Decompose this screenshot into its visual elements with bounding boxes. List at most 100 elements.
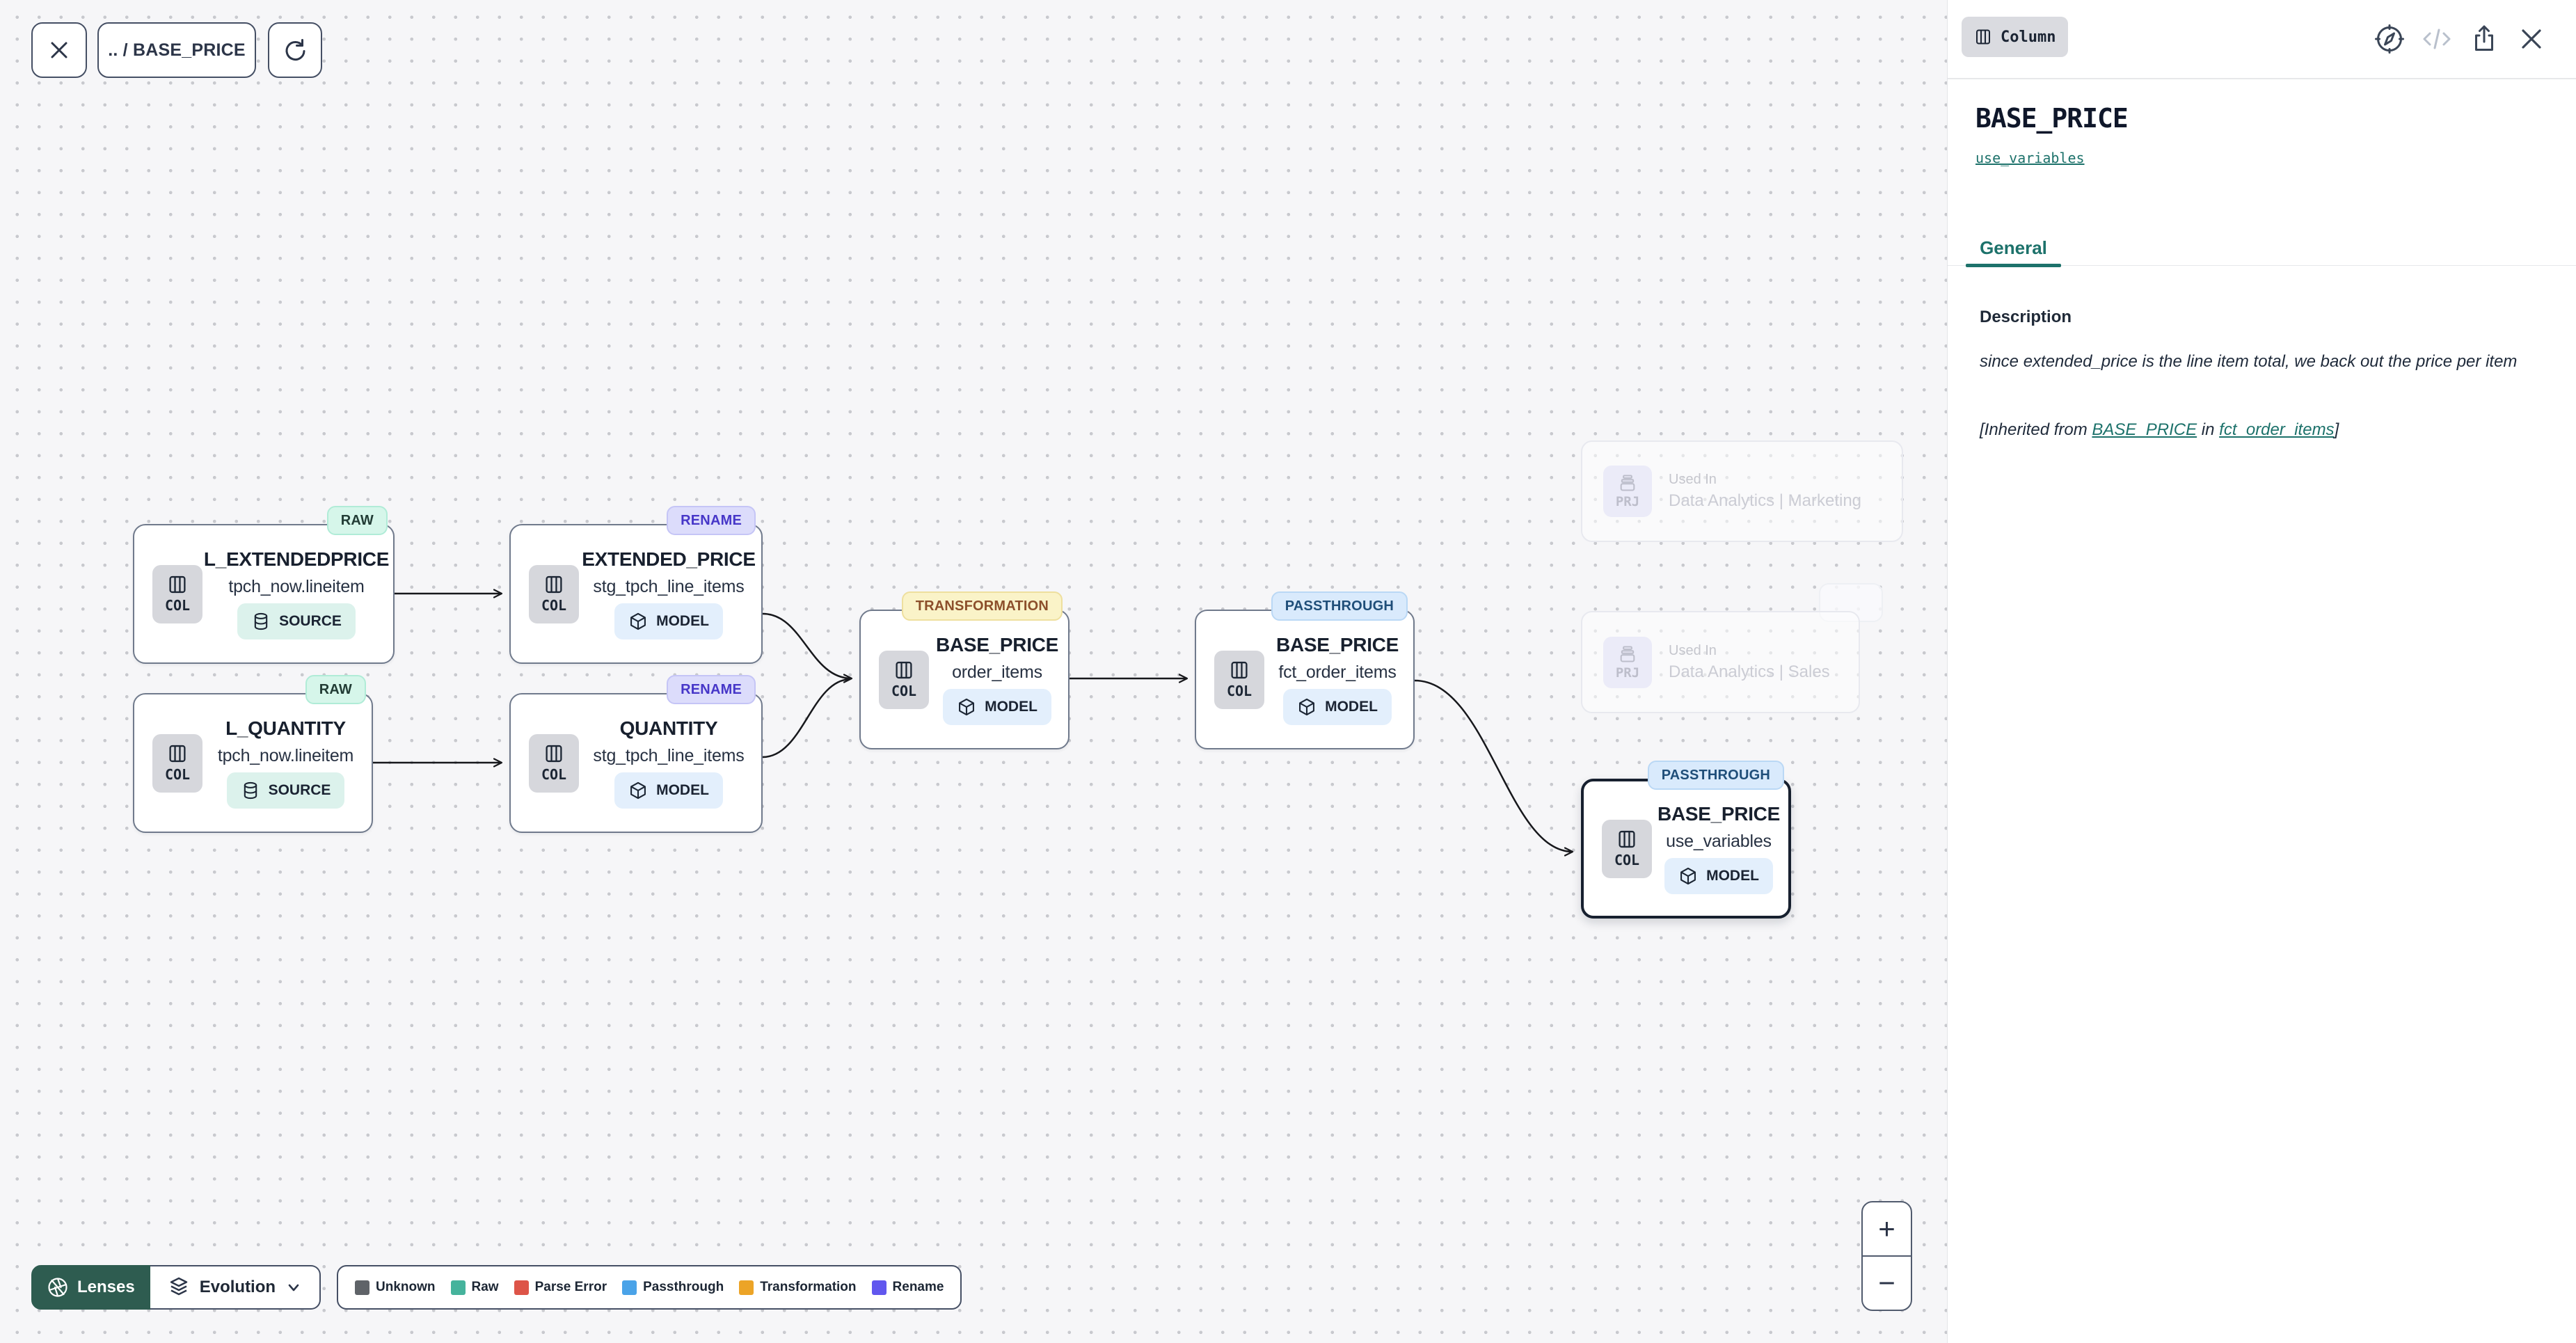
model-link[interactable]: use_variables: [1975, 150, 2085, 166]
share-icon: [2468, 23, 2500, 55]
aperture-icon: [47, 1276, 69, 1298]
breadcrumb[interactable]: .. / BASE_PRICE: [97, 22, 256, 78]
zoom-controls: + −: [1861, 1201, 1912, 1311]
tab-general[interactable]: General: [1966, 230, 2061, 267]
model-cube-icon: [1678, 866, 1698, 886]
inherited-mid: in: [2197, 420, 2220, 439]
zoom-out-button[interactable]: −: [1863, 1257, 1911, 1310]
node-type-label: MODEL: [656, 613, 709, 629]
column-kind-label: COL: [541, 597, 567, 614]
project-stack-icon: [1618, 473, 1637, 493]
used-in-label: Used In: [1669, 642, 1717, 658]
node-type-label: SOURCE: [268, 782, 331, 798]
node-title: EXTENDED_PRICE: [582, 548, 756, 570]
node-subtitle: order_items: [952, 662, 1042, 682]
project-kind-chip: PRJ: [1603, 466, 1652, 517]
legend-swatch: [450, 1280, 466, 1295]
project-stack-icon: [1618, 644, 1637, 664]
columns-icon: [543, 743, 564, 764]
legend-item-passthrough: Passthrough: [622, 1280, 724, 1295]
explore-button[interactable]: [2373, 22, 2406, 56]
ghost-body: Used In Data Analytics | Sales: [1669, 643, 1830, 682]
close-icon: [47, 38, 71, 62]
column-kind-label: COL: [1614, 852, 1640, 868]
chevron-down-icon: [285, 1278, 303, 1296]
column-kind-chip: COL: [529, 733, 579, 793]
node-type-chip: MODEL: [943, 689, 1051, 725]
zoom-in-button[interactable]: +: [1863, 1202, 1911, 1255]
node-type-label: MODEL: [656, 782, 709, 798]
database-icon: [241, 781, 260, 800]
panel-header: Column: [1948, 0, 2576, 79]
description-label: Description: [1980, 308, 2072, 326]
node-type-chip: SOURCE: [226, 772, 345, 809]
entity-type-label: Column: [2001, 28, 2056, 46]
tabbar-rail: [1948, 264, 2576, 266]
column-kind-chip: COL: [879, 650, 929, 709]
project-name: Data Analytics | Sales: [1669, 662, 1830, 681]
lens-badge-passthrough: PASSTHROUGH: [1647, 761, 1784, 790]
evolution-dropdown[interactable]: Evolution: [150, 1265, 321, 1310]
description-text: since extended_price is the line item to…: [1980, 352, 2518, 371]
node-type-label: MODEL: [1325, 699, 1378, 715]
columns-icon: [1616, 829, 1637, 850]
lens-badge-rename: RENAME: [667, 675, 756, 704]
lens-badge-raw: RAW: [305, 675, 366, 704]
tab-general-label: General: [1980, 237, 2047, 258]
close-lineage-button[interactable]: [31, 22, 87, 78]
project-kind-label: PRJ: [1615, 665, 1640, 681]
legend-item-unknown: Unknown: [355, 1280, 436, 1295]
column-kind-label: COL: [1226, 683, 1253, 699]
model-cube-icon: [1297, 697, 1317, 717]
legend-item-transformation: Transformation: [739, 1280, 857, 1295]
node-subtitle: fct_order_items: [1278, 662, 1397, 682]
share-button[interactable]: [2467, 22, 2501, 56]
node-type-chip: SOURCE: [237, 603, 356, 639]
database-icon: [251, 612, 271, 631]
column-kind-label: COL: [164, 766, 191, 783]
node-subtitle: tpch_now.lineitem: [217, 746, 354, 765]
columns-icon: [167, 743, 188, 764]
entity-type-chip: Column: [1962, 17, 2069, 57]
lenses-label: Lenses: [77, 1278, 135, 1296]
inherited-model-link[interactable]: fct_order_items: [2219, 420, 2335, 439]
column-kind-chip: COL: [152, 733, 202, 793]
node-title: L_QUANTITY: [225, 717, 346, 739]
legend-label: Parse Error: [534, 1280, 607, 1294]
node-type-chip: MODEL: [1283, 689, 1392, 725]
inherited-column-link[interactable]: BASE_PRICE: [2092, 420, 2197, 439]
node-type-chip: MODEL: [1664, 858, 1773, 894]
legend-swatch: [871, 1280, 887, 1295]
legend-item-raw: Raw: [450, 1280, 499, 1295]
header-divider: [1948, 78, 2576, 79]
inherited-note: [Inherited from BASE_PRICE in fct_order_…: [1980, 420, 2550, 440]
lens-legend: Unknown Raw Parse Error Passthrough Transfor…: [337, 1265, 962, 1310]
close-panel-button[interactable]: [2515, 22, 2548, 56]
node-title: BASE_PRICE: [1657, 803, 1780, 825]
model-cube-icon: [628, 612, 648, 631]
node-subtitle: stg_tpch_line_items: [593, 746, 745, 765]
legend-item-rename: Rename: [871, 1280, 944, 1295]
refresh-button[interactable]: [268, 22, 322, 78]
details-panel: Column BASE_PRICE use_variables General …: [1947, 0, 2576, 1343]
columns-icon: [893, 660, 914, 681]
lenses-button[interactable]: Lenses: [31, 1265, 150, 1310]
used-in-label: Used In: [1669, 472, 1717, 487]
code-button[interactable]: [2420, 22, 2454, 56]
lens-badge-transformation: TRANSFORMATION: [901, 591, 1063, 621]
column-kind-chip: COL: [1602, 819, 1652, 878]
